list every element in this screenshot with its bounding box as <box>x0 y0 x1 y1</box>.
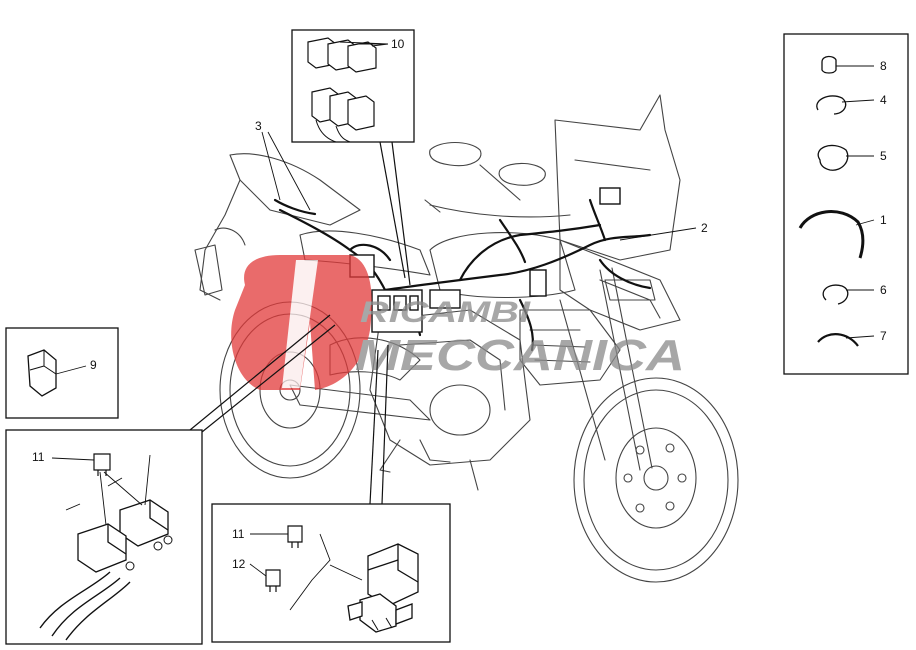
callout-2: 2 <box>701 221 708 235</box>
callout-4: 4 <box>880 93 887 107</box>
motorcycle-illustration <box>194 94 739 583</box>
callout-8: 8 <box>880 59 887 73</box>
callout-7: 7 <box>880 329 887 343</box>
inset-fuse-box: 11 12 <box>211 344 451 643</box>
callout-12: 12 <box>232 557 246 571</box>
watermark-line1: RICAMBI <box>360 296 531 329</box>
callout-1: 1 <box>880 213 887 227</box>
watermark-line2: MECCANICA <box>355 331 685 380</box>
ricambi-meccanica-watermark: RICAMBI MECCANICA <box>231 255 685 390</box>
inset-connector-9: 9 <box>5 327 119 419</box>
callout-5: 5 <box>880 149 887 163</box>
callout-9: 9 <box>90 358 97 372</box>
main-callouts: 3 2 <box>255 119 708 241</box>
inset-relays-fuse: 11 <box>5 314 336 645</box>
callout-6: 6 <box>880 283 887 297</box>
callout-11-left: 11 <box>32 450 45 464</box>
callout-11-bottom: 11 <box>232 527 245 541</box>
callout-10: 10 <box>391 37 405 51</box>
inset-clips-panel: 8 4 5 1 6 7 <box>783 33 909 375</box>
inset-relay-block: 10 <box>291 29 415 286</box>
callout-3: 3 <box>255 119 262 133</box>
